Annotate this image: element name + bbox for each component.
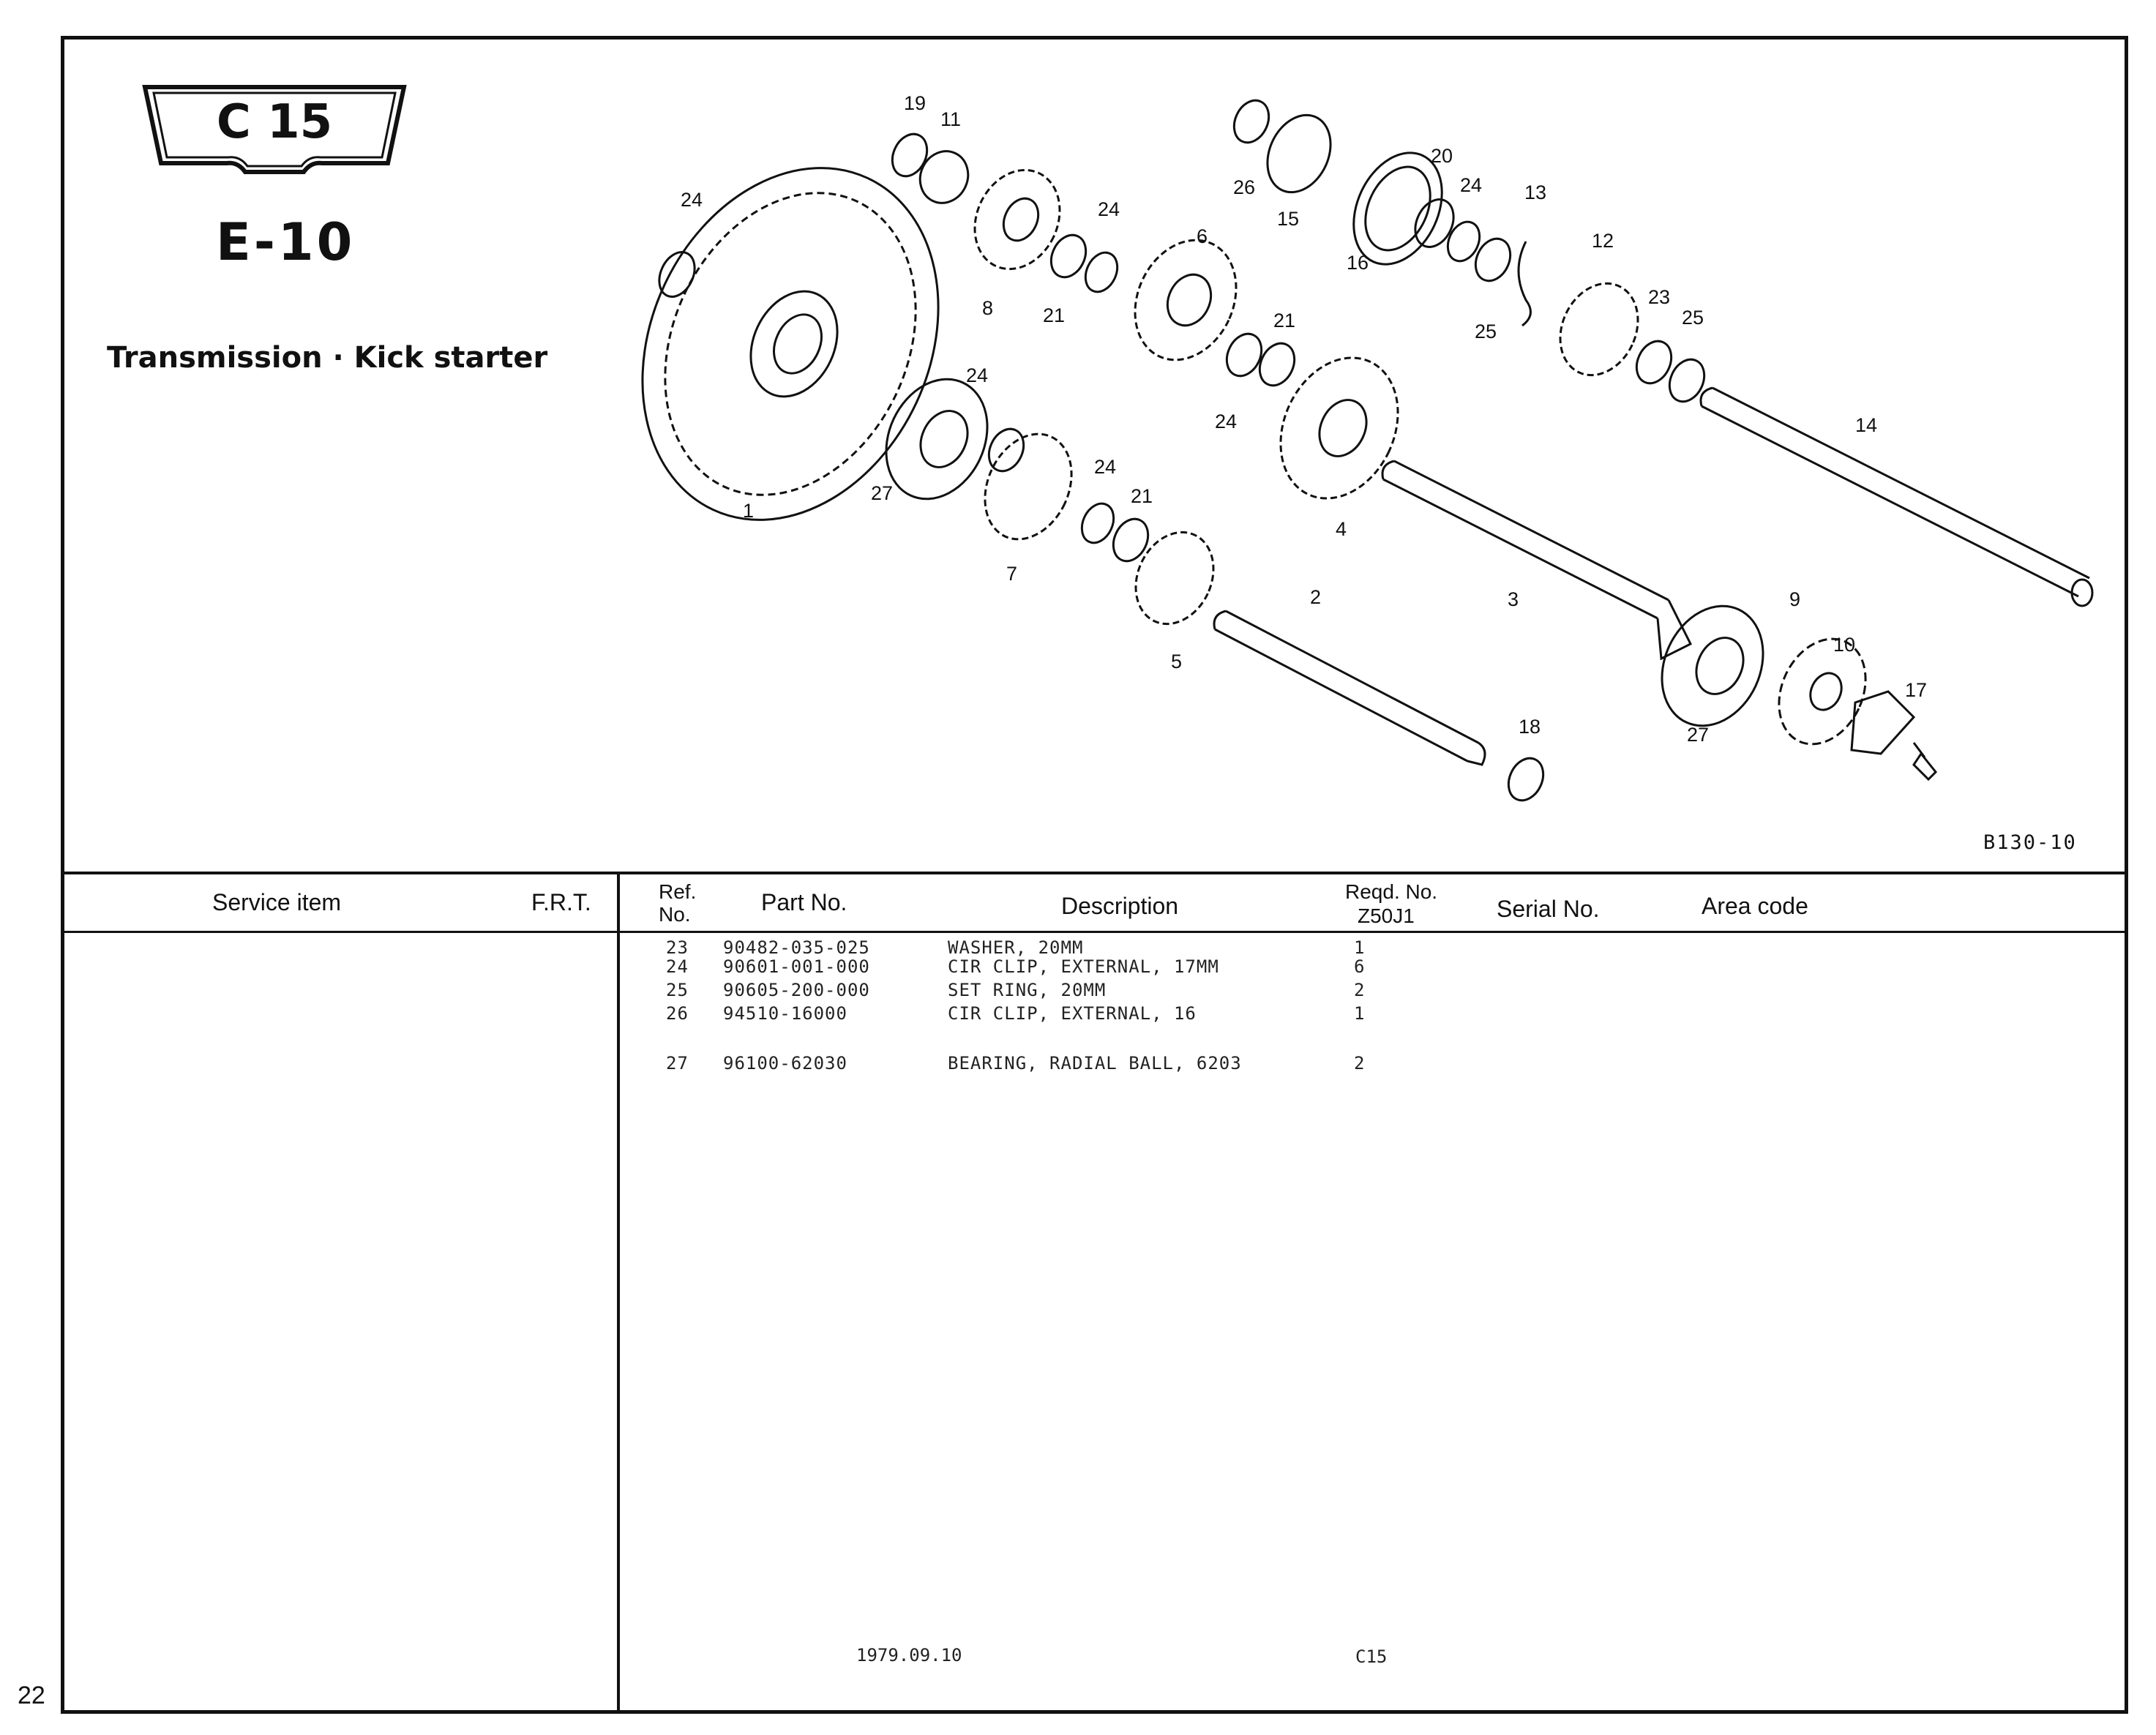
section-code: E-10: [216, 212, 356, 272]
callout-label: 21: [1273, 310, 1295, 331]
quantity: 2: [1354, 980, 1366, 1000]
header-service-item: Service item: [212, 889, 342, 915]
callout-label: 11: [940, 108, 961, 130]
callout-label: 10: [1833, 634, 1855, 656]
section-title: Transmission · Kick starter: [107, 341, 548, 375]
header-reqd-line1: Reqd. No.: [1345, 880, 1438, 903]
part-no: 90605-200-000: [723, 980, 870, 1000]
model-badge: C 15: [216, 95, 333, 149]
quantity: 1: [1354, 1003, 1366, 1024]
part-no: 96100-62030: [723, 1053, 847, 1073]
callout-label: 25: [1475, 321, 1497, 342]
quantity: 2: [1354, 1053, 1366, 1073]
callout-label: 27: [871, 482, 893, 504]
description: CIR CLIP, EXTERNAL, 16: [948, 1003, 1197, 1024]
callout-label: 16: [1347, 252, 1369, 274]
header-area-code: Area code: [1702, 893, 1808, 919]
callout-label: 24: [1094, 456, 1116, 478]
column-divider: [617, 872, 620, 1714]
exploded-parts-diagram: 19 11 24 24 6 8 21 21 24 24 27 1 7 24 21…: [641, 92, 2094, 802]
model-badge-frame: [142, 85, 407, 174]
ref-no: 26: [666, 1003, 689, 1024]
table-top-rule: [61, 872, 2128, 874]
quantity: 1: [1354, 937, 1366, 958]
ref-no: 24: [666, 956, 689, 977]
header-description: Description: [1061, 893, 1179, 919]
callout-label: 18: [1519, 716, 1541, 738]
callout-label: 24: [1460, 174, 1482, 196]
part-no: 90601-001-000: [723, 956, 870, 977]
page-number: 22: [18, 1682, 45, 1709]
ref-no: 27: [666, 1053, 689, 1073]
callout-label: 7: [1006, 563, 1017, 585]
header-ref-line2: No.: [659, 903, 691, 926]
footer-code: C15: [1355, 1646, 1388, 1667]
ref-no: 23: [666, 937, 689, 958]
callout-label: 14: [1855, 414, 1877, 436]
description: SET RING, 20MM: [948, 980, 1107, 1000]
page-frame: [61, 36, 2128, 1714]
callout-label: 4: [1336, 518, 1347, 540]
part-no: 94510-16000: [723, 1003, 847, 1024]
callout-label: 25: [1682, 307, 1704, 329]
header-bottom-rule: [61, 931, 2128, 933]
callout-label: 17: [1905, 679, 1927, 701]
callout-label: 21: [1043, 304, 1065, 326]
part-no: 90482-035-025: [723, 937, 870, 958]
callout-label: 5: [1171, 651, 1182, 672]
callout-label: 19: [904, 92, 926, 114]
callout-label: 6: [1197, 225, 1208, 247]
header-ref-line1: Ref.: [659, 880, 697, 903]
header-frt: F.R.T.: [531, 889, 591, 915]
callout-label: 12: [1592, 230, 1614, 252]
diagram-code: B130-10: [1983, 831, 2077, 854]
callout-label: 8: [982, 297, 993, 319]
callout-label: 9: [1789, 588, 1800, 610]
callout-label: 27: [1687, 724, 1709, 746]
callout-label: 2: [1310, 586, 1321, 608]
callout-label: 1: [743, 500, 754, 522]
callout-label: 26: [1233, 176, 1255, 198]
quantity: 6: [1354, 956, 1366, 977]
callout-label: 23: [1648, 286, 1670, 308]
callout-label: 24: [966, 364, 988, 386]
header-part-no: Part No.: [761, 889, 847, 915]
callout-label: 24: [1215, 411, 1237, 432]
description: CIR CLIP, EXTERNAL, 17MM: [948, 956, 1219, 977]
callout-label: 24: [681, 189, 703, 211]
callout-label: 13: [1524, 181, 1546, 203]
header-serial-no: Serial No.: [1497, 896, 1600, 922]
callout-label: 3: [1508, 588, 1519, 610]
description: WASHER, 20MM: [948, 937, 1084, 958]
ref-no: 25: [666, 980, 689, 1000]
header-reqd-line2: Z50J1: [1358, 904, 1415, 927]
print-date: 1979.09.10: [856, 1645, 962, 1665]
callout-label: 20: [1431, 145, 1453, 167]
description: BEARING, RADIAL BALL, 6203: [948, 1053, 1242, 1073]
callout-label: 21: [1131, 485, 1153, 507]
callout-label: 24: [1098, 198, 1120, 220]
callout-label: 15: [1277, 208, 1299, 230]
